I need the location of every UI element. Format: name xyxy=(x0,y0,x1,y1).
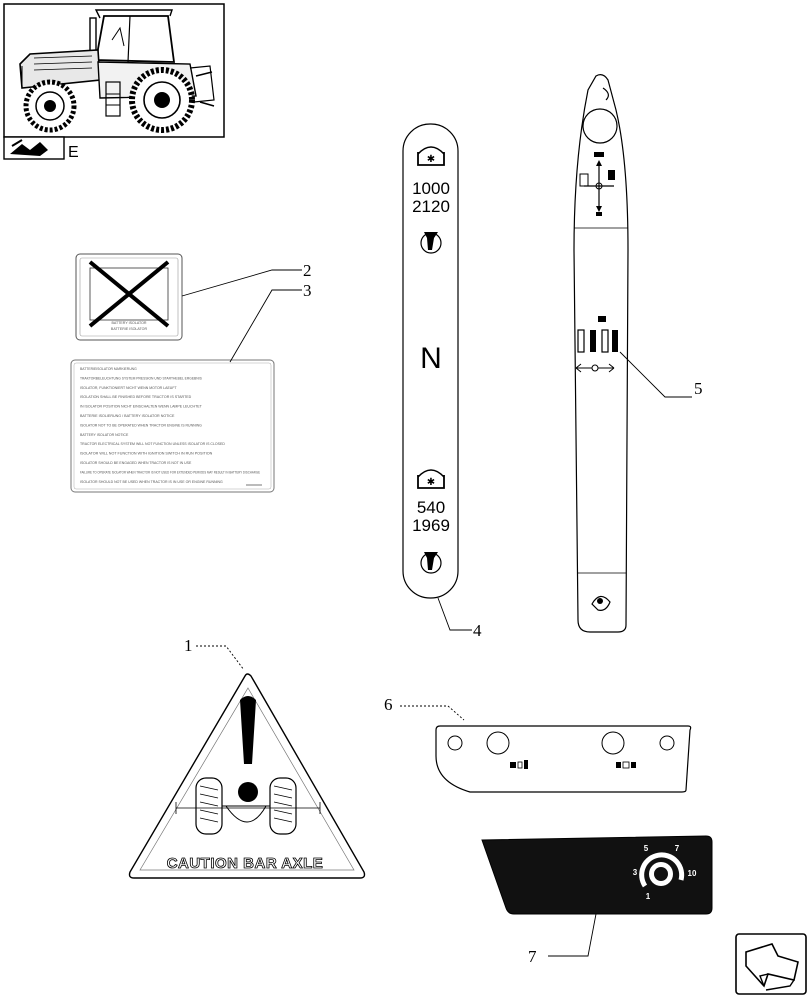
callout-3: 3 xyxy=(303,281,312,300)
pto-rotation-icon-lower xyxy=(420,552,442,574)
decal-3-text-line: ISOLATOR SHOULD NOT BE USED WHEN TRACTOR… xyxy=(80,480,223,484)
axle-tyres-icon xyxy=(175,777,321,835)
range-high-icon xyxy=(616,761,636,769)
dial-label-7: 7 xyxy=(675,844,680,853)
decal-7-dial-label: 1 3 5 7 10 xyxy=(481,835,713,915)
exclamation-icon xyxy=(240,696,256,764)
decal-1-caution-triangle: CAUTION BAR AXLE xyxy=(128,673,366,879)
bottom-speed-2: 1969 xyxy=(412,516,450,535)
pto-rotation-icon xyxy=(420,232,442,254)
decal-3-text-line: TRAKTORBELEUCHTUNG SYSTEM PRESSION UND S… xyxy=(80,376,202,380)
decal-3-text-line: ISOLATION SHALL BE FINISHED BEFORE TRACT… xyxy=(80,395,192,399)
dial-label-10: 10 xyxy=(688,869,697,878)
dial-label-5: 5 xyxy=(644,844,649,853)
leader-line-7 xyxy=(548,913,597,957)
decal-3-text-line: BATTERY ISOLATOR NOTICE xyxy=(80,433,129,437)
pto-engage-icon-lower: ✱ xyxy=(417,469,445,489)
svg-text:✱: ✱ xyxy=(427,154,435,165)
range-low-icon xyxy=(510,760,528,769)
top-speed-2: 2120 xyxy=(412,197,450,216)
svg-text:✱: ✱ xyxy=(427,477,435,488)
caution-caption: CAUTION BAR AXLE xyxy=(167,855,324,872)
decal-3-text-line: ISOLATOR, FUNKTIONIERT NICHT WENN MOTOR … xyxy=(80,386,177,390)
next-page-arrow-icon xyxy=(745,943,799,991)
pto-engage-icon: ✱ xyxy=(417,146,445,166)
decal-3-text-line: IN ISOLATOR POSITION NICHT EINSCHALTEN W… xyxy=(80,405,203,409)
leader-line-4 xyxy=(437,597,472,631)
leader-line-6 xyxy=(400,705,465,721)
decal-3-text-line: FAILURE TO OPERATE ISOLATOR WHEN TRACTOR… xyxy=(80,470,260,474)
section-letter: E xyxy=(68,144,79,161)
decal-5-control-strip xyxy=(573,74,629,633)
next-page-button[interactable] xyxy=(735,933,807,995)
tool-lever-icon xyxy=(575,316,618,373)
hand-throttle-icon xyxy=(591,595,611,611)
top-speed-1: 1000 xyxy=(412,179,450,198)
decal-3-notice-label: BATTERIEISOLATOR MARKIERUNG TRAKTORBELEUC… xyxy=(70,359,275,493)
callout-1: 1 xyxy=(184,636,193,655)
rotary-dial-icon: 1 3 5 7 10 xyxy=(633,844,697,901)
callout-6: 6 xyxy=(384,695,393,714)
decal-2-battery-isolator-label: BATTERY ISOLATOR BATTERIE ISOLATOR xyxy=(75,253,183,341)
tractor-thumbnail xyxy=(3,3,225,138)
dial-label-1: 1 xyxy=(646,892,651,901)
decal-3-text-line: BATTERIEISOLATOR MARKIERUNG xyxy=(80,367,137,371)
callout-4: 4 xyxy=(473,621,482,640)
decal-3-text-line: ISOLATOR WILL NOT FUNCTION WITH IGNITION… xyxy=(80,452,213,456)
decal-6-plate-label xyxy=(435,725,692,793)
decal-3-text-line: ISOLATOR NOT TO BE OPERATED WHEN TRACTOR… xyxy=(80,423,202,427)
decal-3-text-line: ISOLATOR SHOULD BE ENGAGED WHEN TRACTOR … xyxy=(80,461,192,465)
callout-7: 7 xyxy=(528,947,537,966)
callout-2: 2 xyxy=(303,261,312,280)
section-tab: E xyxy=(3,136,79,161)
callout-5: 5 xyxy=(694,379,703,398)
leader-lines-2-3: 2 3 xyxy=(181,261,312,363)
decal-2-text-line1: BATTERY ISOLATOR xyxy=(111,321,146,325)
leader-line-1 xyxy=(196,645,245,671)
bottom-speed-1: 540 xyxy=(417,498,445,517)
neutral-label: N xyxy=(420,342,442,375)
decal-2-text-line2: BATTERIE ISOLATOR xyxy=(111,327,148,331)
sticker-section-icon xyxy=(10,139,48,156)
leader-line-5 xyxy=(619,351,692,398)
hydraulic-control-icon xyxy=(579,152,615,216)
dial-label-3: 3 xyxy=(633,868,638,877)
decal-3-text-line: BATTERIE ISOLIERUNG / BATTERY ISOLATOR N… xyxy=(80,414,175,418)
decal-4-pto-speed-strip: ✱ 1000 2120 N ✱ 540 1969 xyxy=(402,123,459,599)
decal-3-text-line: TRACTOR ELECTRICAL SYSTEM WILL NOT FUNCT… xyxy=(80,442,225,446)
